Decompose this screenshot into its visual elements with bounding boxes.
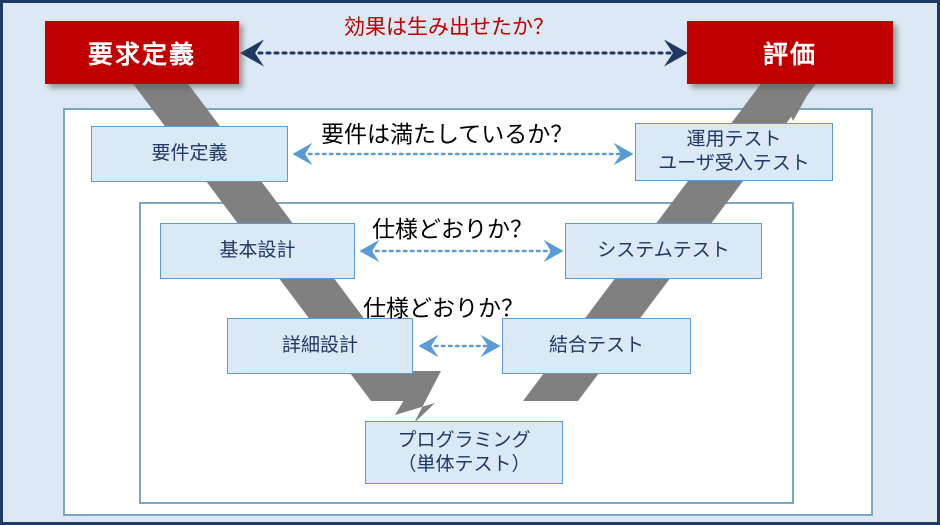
annotation-effect: 効果は生み出せたか？ xyxy=(344,16,554,39)
stage-box-ketsugou-test[interactable]: 結合テスト xyxy=(502,318,691,374)
stage-box-unyou-test-line2: ユーザ受入テスト xyxy=(658,153,810,174)
stage-box-shousai-sekkei[interactable]: 詳細設計 xyxy=(227,318,413,374)
phase-box-evaluation[interactable]: 評価 xyxy=(687,21,893,84)
stage-box-system-test[interactable]: システムテスト xyxy=(565,223,762,279)
stage-box-programming-line1: プログラミング xyxy=(397,429,531,451)
stage-box-programming-line2: （単体テスト） xyxy=(397,453,531,475)
annotation-spec-1: 仕様どおりか？ xyxy=(372,216,533,242)
annotation-requirement: 要件は満たしているか？ xyxy=(321,121,574,147)
stage-box-unyou-test-line1: 運用テスト xyxy=(686,129,782,151)
stage-box-unyou-test[interactable]: 運用テスト ユーザ受入テスト xyxy=(635,123,833,181)
phase-box-requirements-definition[interactable]: 要求定義 xyxy=(45,21,239,84)
annotation-spec-2: 仕様どおりか？ xyxy=(363,295,524,321)
stage-box-programming[interactable]: プログラミング （単体テスト） xyxy=(365,421,563,484)
stage-box-kihon-sekkei[interactable]: 基本設計 xyxy=(160,223,355,279)
stage-box-youken-teigi[interactable]: 要件定義 xyxy=(91,126,288,182)
